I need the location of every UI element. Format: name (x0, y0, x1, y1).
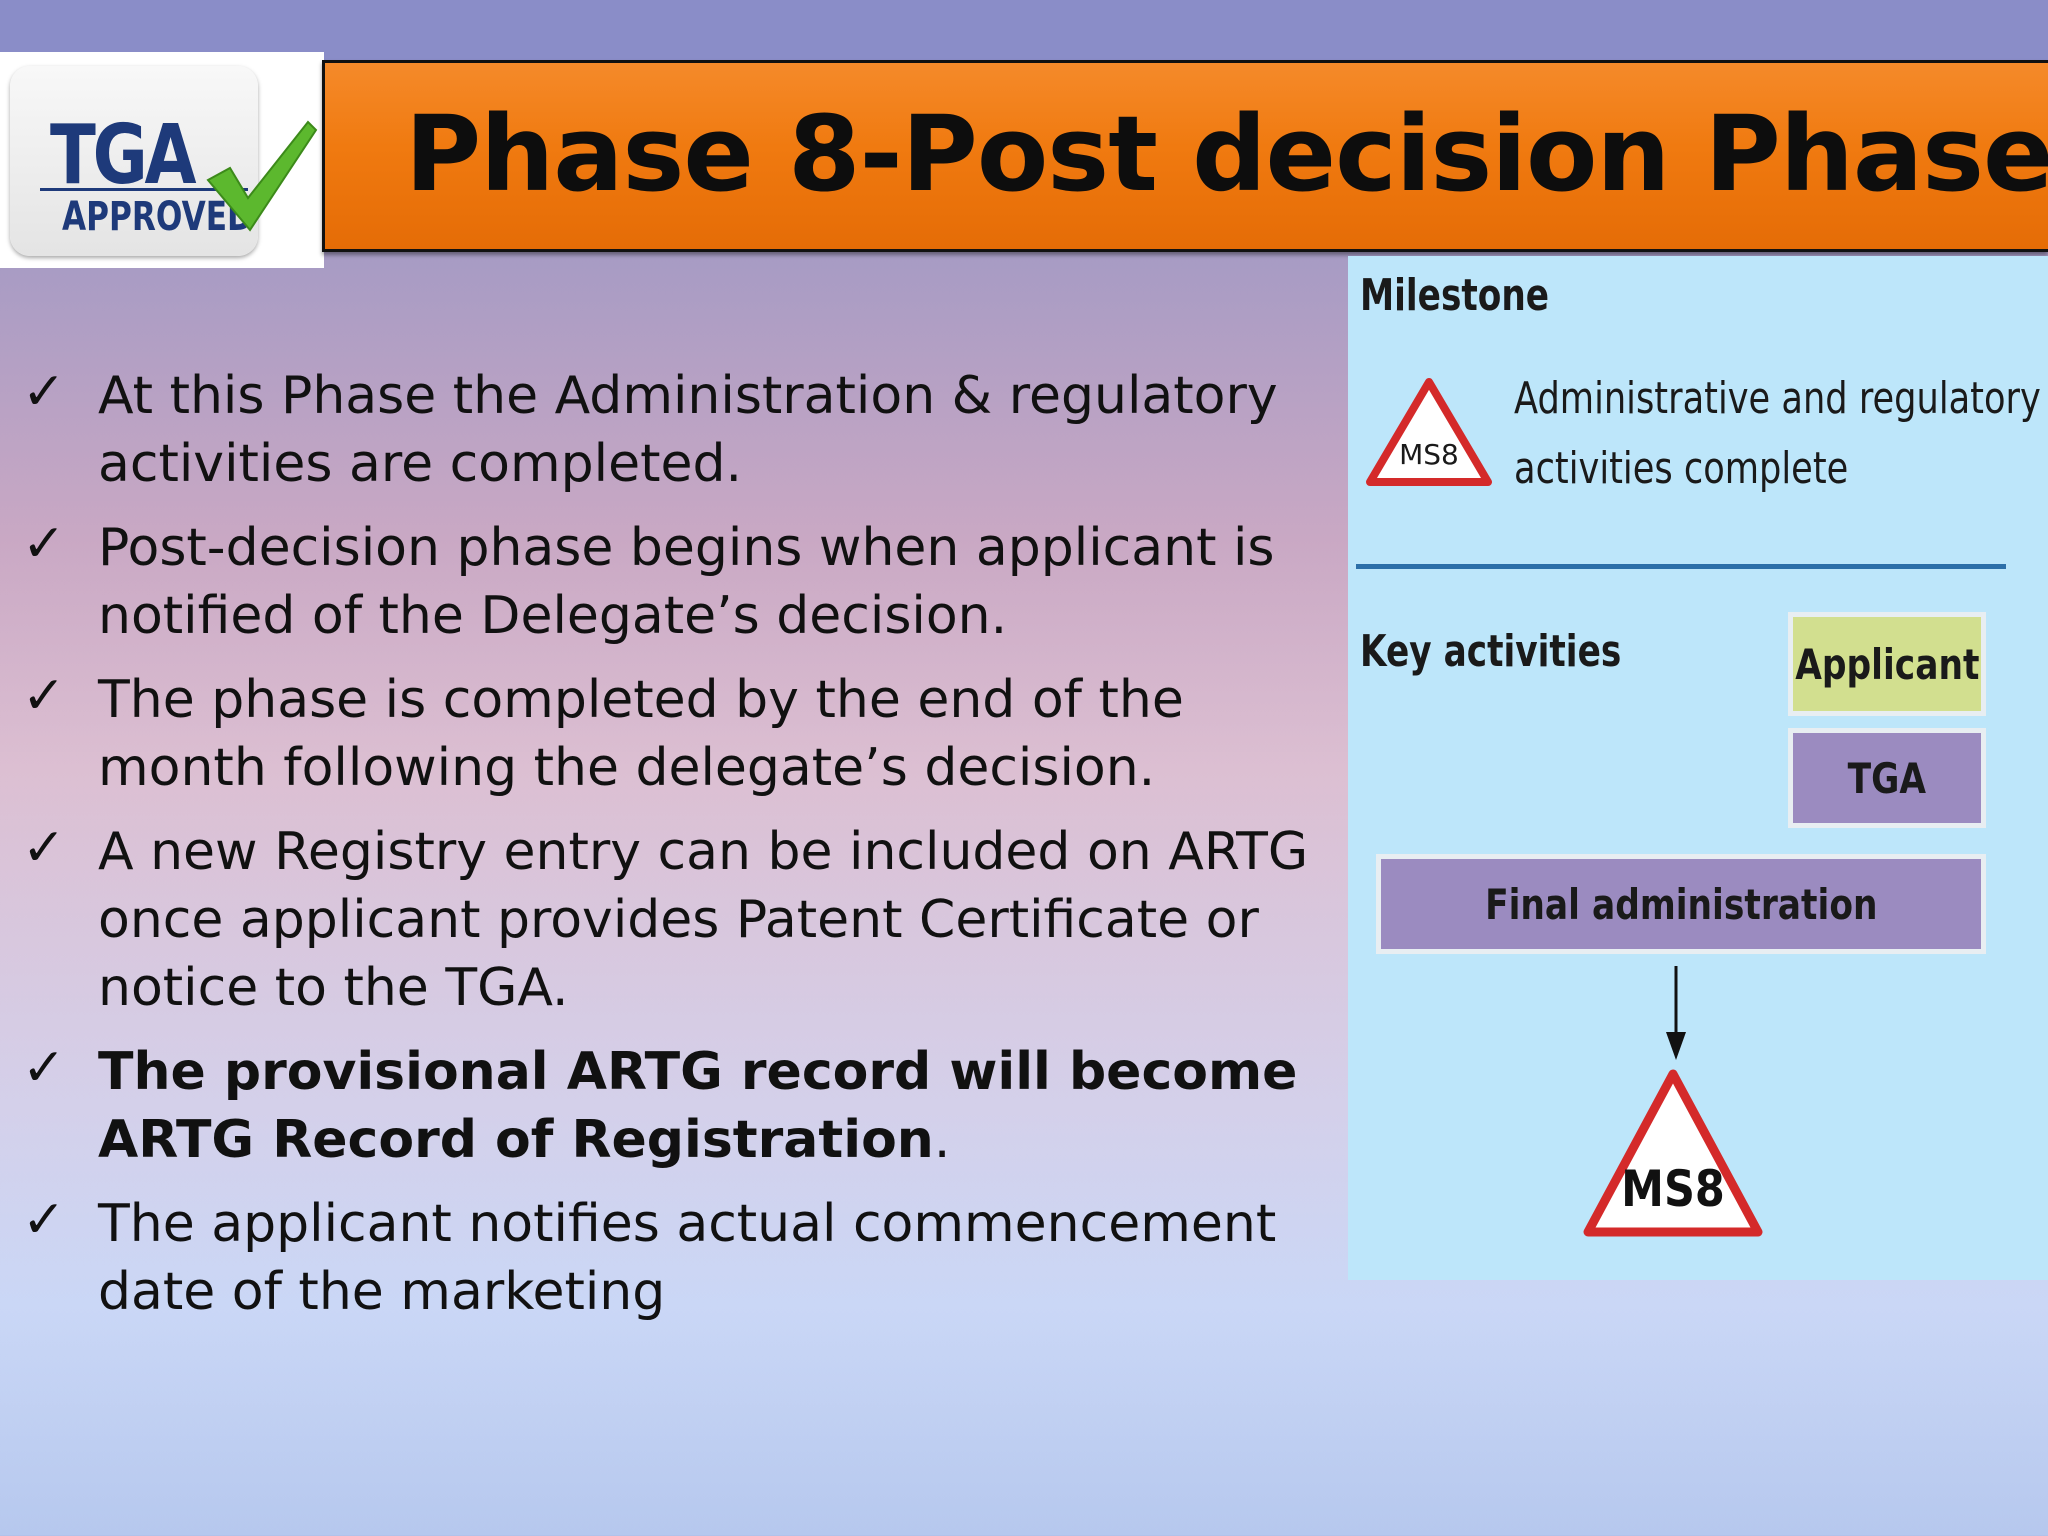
bullet-text: At this Phase the Administration & regul… (98, 366, 1278, 494)
bullet-list: ✓ At this Phase the Administration & reg… (22, 362, 1342, 1342)
logo-badge: TGA APPROVED (10, 66, 318, 256)
check-icon: ✓ (22, 666, 66, 726)
bullet-item: ✓ The applicant notifies actual commence… (22, 1190, 1342, 1326)
bullet-item: ✓ A new Registry entry can be included o… (22, 818, 1342, 1022)
key-activities-heading: Key activities (1360, 626, 1622, 677)
check-icon: ✓ (22, 362, 66, 422)
legend-applicant: Applicant (1788, 612, 1986, 716)
bullet-tail: . (933, 1110, 951, 1170)
top-band (0, 0, 2048, 60)
bullet-item: ✓ At this Phase the Administration & reg… (22, 362, 1342, 498)
milestone-triangle-icon: MS8 (1366, 378, 1492, 486)
bullet-text: The applicant notifies actual commenceme… (98, 1194, 1277, 1322)
bullet-item: ✓ Post-decision phase begins when applic… (22, 514, 1342, 650)
page-title: Phase 8-Post decision Phase (405, 93, 2048, 215)
bullet-item-emphasis: ✓ The provisional ARTG record will becom… (22, 1038, 1342, 1174)
checkmark-icon (206, 120, 318, 232)
milestone-desc-line2: activities complete (1514, 443, 1849, 494)
legend-tga-label: TGA (1847, 753, 1927, 803)
logo-approved-text: APPROVED (62, 194, 253, 240)
milestone-panel: Milestone MS8 Administrative and regulat… (1348, 256, 2048, 1280)
title-bar: Phase 8-Post decision Phase (322, 60, 2048, 252)
logo-tga-text: TGA (50, 108, 197, 203)
end-milestone-triangle-icon: MS8 (1583, 1069, 1763, 1237)
bullet-text: A new Registry entry can be included on … (98, 822, 1309, 1018)
activity-final-administration: Final administration (1376, 854, 1986, 954)
check-icon: ✓ (22, 514, 66, 574)
tga-approved-logo: TGA APPROVED (0, 52, 324, 268)
milestone-description: Administrative and regulatory activities… (1514, 364, 2041, 504)
milestone-heading: Milestone (1360, 270, 1550, 321)
panel-divider (1356, 564, 2006, 569)
bullet-item: ✓ The phase is completed by the end of t… (22, 666, 1342, 802)
bullet-text: The provisional ARTG record will become … (98, 1042, 1298, 1170)
end-milestone-label: MS8 (1621, 1160, 1725, 1218)
bullet-text: Post-decision phase begins when applican… (98, 518, 1275, 646)
bullet-text: The phase is completed by the end of the… (98, 670, 1184, 798)
check-icon: ✓ (22, 1190, 66, 1250)
logo-rule (40, 188, 248, 191)
legend-tga: TGA (1788, 728, 1986, 828)
milestone-desc-line1: Administrative and regulatory (1514, 373, 2041, 424)
check-icon: ✓ (22, 1038, 66, 1098)
check-icon: ✓ (22, 818, 66, 878)
legend-applicant-label: Applicant (1794, 639, 1980, 689)
down-arrow-icon (1666, 966, 1686, 1060)
activity-final-label: Final administration (1484, 879, 1878, 929)
milestone-badge-label: MS8 (1399, 438, 1459, 471)
